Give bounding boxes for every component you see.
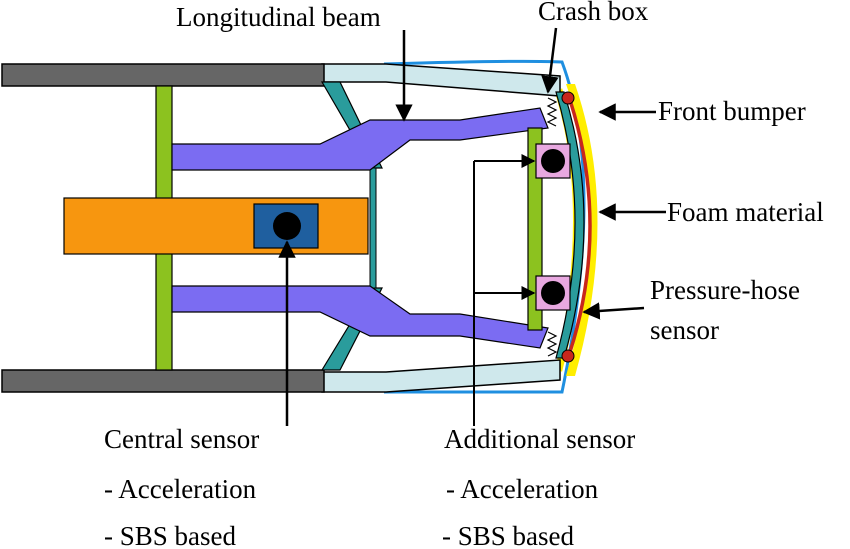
lower-longitudinal-beam — [171, 285, 549, 349]
teal-center-strip — [369, 167, 377, 289]
lower-side-rail — [1, 369, 325, 393]
upper-side-rail — [1, 63, 325, 87]
crash-box-label: Crash box — [538, 0, 649, 26]
upper-crash-box-spring — [546, 97, 558, 127]
upper-longitudinal-beam — [171, 107, 549, 171]
additional-sensor-title: Additional sensor — [444, 424, 635, 454]
central-sensor-item-2: - SBS based — [104, 521, 237, 549]
foam-material-label: Foam material — [667, 197, 824, 227]
upper-additional-sensor-dot — [541, 149, 565, 173]
central-block — [63, 197, 369, 255]
upper-hose-end — [561, 91, 575, 105]
upper-light-panel — [321, 63, 561, 97]
central-sensor-item-1: - Acceleration — [104, 474, 257, 504]
crash-box-arrow — [541, 27, 559, 94]
lower-hose-end — [561, 349, 575, 363]
longitudinal-beam-label: Longitudinal beam — [176, 2, 381, 32]
lower-crash-box-spring — [546, 331, 558, 357]
lower-additional-sensor-dot — [541, 281, 565, 305]
central-sensor-dot — [273, 212, 301, 240]
front-bumper-label: Front bumper — [658, 96, 806, 126]
pressure-hose — [568, 99, 592, 353]
pressure-hose-arrow — [582, 302, 645, 320]
additional-sensor-item-2: - SBS based — [442, 521, 575, 549]
lower-light-panel — [321, 359, 561, 393]
central-sensor-title: Central sensor — [104, 424, 259, 454]
pressure-hose-label-line1: Pressure-hose — [650, 275, 800, 305]
pressure-hose-label-line2: sensor — [650, 315, 719, 345]
additional-sensor-item-1: - Acceleration — [446, 474, 599, 504]
